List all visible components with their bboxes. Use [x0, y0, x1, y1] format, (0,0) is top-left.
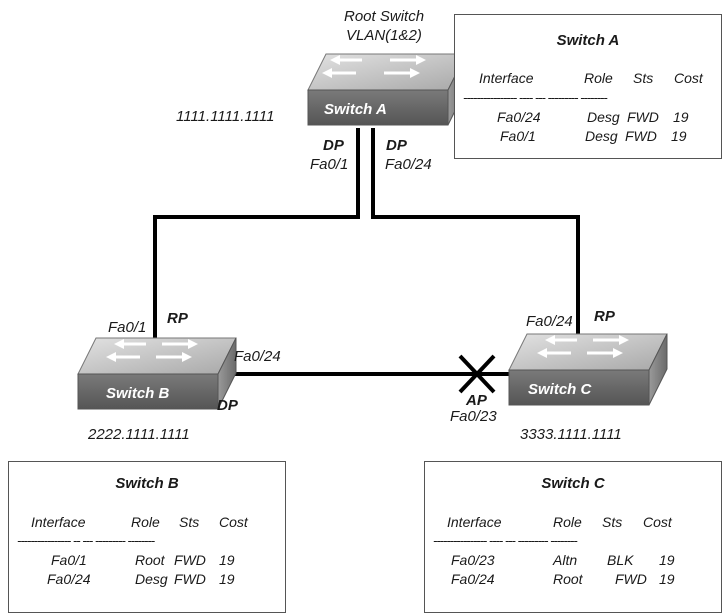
- switch-b-fa024-role: DP: [217, 397, 238, 414]
- switch-b-fa01-role: RP: [167, 310, 188, 327]
- header-interface: Interface: [447, 514, 502, 530]
- switch-b-name: Switch B: [106, 385, 170, 402]
- row-2-interface: Fa0/1: [500, 128, 536, 144]
- switch-c-name: Switch C: [528, 381, 592, 398]
- header-role: Role: [584, 70, 613, 86]
- header-sts: Sts: [633, 70, 654, 86]
- row-1-interface: Fa0/1: [51, 552, 87, 568]
- switch-a-fa024-role: DP: [386, 137, 407, 154]
- table-title: Switch A: [556, 32, 620, 49]
- row-1-interface: Fa0/24: [497, 109, 541, 125]
- row-1-cost: 19: [673, 109, 689, 125]
- switch-a-fa01-role: DP: [323, 137, 344, 154]
- header-rule: ---------------- -- --- --------- ------…: [17, 533, 155, 548]
- row-1-cost: 19: [219, 552, 235, 568]
- blocked-port-icon: [458, 354, 496, 394]
- switch-c-fa024-label: Fa0/24: [526, 313, 573, 330]
- switch-c-fa024-role: RP: [594, 308, 615, 325]
- header-sts: Sts: [602, 514, 623, 530]
- switch-a-fa024-label: Fa0/24: [385, 156, 432, 173]
- root-switch-caption: Root Switch: [344, 8, 425, 25]
- switch-a-name: Switch A: [324, 101, 387, 118]
- row-1-role: Desg: [587, 109, 620, 125]
- row-2-sts: FWD: [625, 128, 657, 144]
- switch-b-stp-table: Switch B Interface Role Sts Cost -------…: [8, 461, 286, 613]
- row-1-role: Altn: [553, 552, 578, 568]
- switch-c-mac: 3333.1111.1111: [520, 426, 622, 443]
- table-title: Switch B: [115, 475, 179, 492]
- header-interface: Interface: [479, 70, 534, 86]
- switch-a-icon: [307, 53, 467, 126]
- header-rule: ---------------- ---- --- --------- ----…: [463, 90, 608, 105]
- row-2-cost: 19: [219, 571, 235, 587]
- row-2-sts: FWD: [174, 571, 206, 587]
- header-role: Role: [131, 514, 160, 530]
- row-2-role: Desg: [585, 128, 618, 144]
- row-2-cost: 19: [659, 571, 675, 587]
- header-cost: Cost: [219, 514, 248, 530]
- row-2-interface: Fa0/24: [451, 571, 495, 587]
- row-1-sts: BLK: [607, 552, 634, 568]
- switch-b-fa024-label: Fa0/24: [234, 348, 281, 365]
- switch-a-fa01-label: Fa0/1: [310, 156, 349, 173]
- header-interface: Interface: [31, 514, 86, 530]
- link-a-c: [371, 128, 580, 342]
- header-cost: Cost: [674, 70, 703, 86]
- row-2-role: Root: [553, 571, 583, 587]
- switch-c-icon: [508, 333, 668, 406]
- root-vlan-caption: VLAN(1&2): [346, 27, 422, 44]
- switch-b-mac: 2222.1111.1111: [88, 426, 190, 443]
- header-rule: ---------------- ---- --- --------- ----…: [433, 533, 578, 548]
- row-1-interface: Fa0/23: [451, 552, 495, 568]
- header-cost: Cost: [643, 514, 672, 530]
- row-2-cost: 19: [671, 128, 687, 144]
- row-1-sts: FWD: [174, 552, 206, 568]
- switch-b-icon: [77, 337, 237, 410]
- row-2-interface: Fa0/24: [47, 571, 91, 587]
- switch-b-fa01-label: Fa0/1: [108, 319, 147, 336]
- row-2-sts: FWD: [615, 571, 647, 587]
- link-a-b: [153, 128, 360, 342]
- row-1-sts: FWD: [627, 109, 659, 125]
- header-role: Role: [553, 514, 582, 530]
- header-sts: Sts: [179, 514, 200, 530]
- table-title: Switch C: [541, 475, 605, 492]
- switch-a-mac: 1111.1111.1111: [176, 108, 275, 125]
- switch-a-stp-table: Switch A Interface Role Sts Cost -------…: [454, 14, 722, 159]
- row-2-role: Desg: [135, 571, 168, 587]
- switch-c-fa023-role: AP: [466, 392, 487, 409]
- row-1-cost: 19: [659, 552, 675, 568]
- switch-c-fa023-label: Fa0/23: [450, 408, 497, 425]
- row-1-role: Root: [135, 552, 165, 568]
- switch-c-stp-table: Switch C Interface Role Sts Cost -------…: [424, 461, 722, 613]
